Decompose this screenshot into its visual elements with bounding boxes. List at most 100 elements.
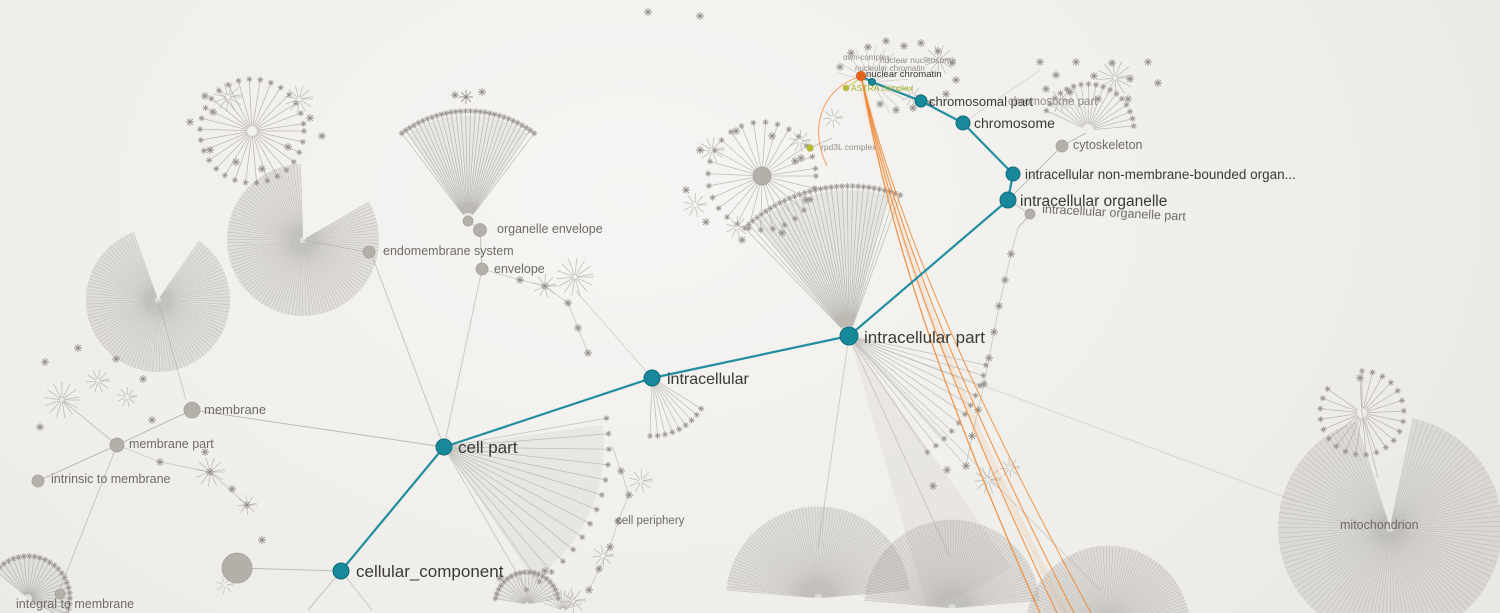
label-own-complex: own-complex [843,53,890,62]
term-node-dot [699,149,701,151]
graph-edge [57,444,118,595]
term-node-dot [246,504,248,506]
term-node-dot [955,79,957,81]
cluster-fan [854,337,986,453]
term-node-dot [287,146,289,148]
cluster-fan [698,137,725,163]
cluster-sector [864,519,1040,608]
node-intracellular-part[interactable] [839,326,859,346]
node-intracellular-organelle-part[interactable] [1024,208,1036,220]
term-node-dot [1097,98,1099,100]
cluster-fan [213,82,243,112]
cluster-fan [708,122,816,231]
node-collapsed-cluster[interactable] [221,552,253,584]
label-chromosomal-part: chromosomal part [929,94,1033,109]
graph-edge [848,335,967,467]
cluster-fan [1320,371,1404,455]
cluster-fan [559,588,586,613]
node-envelope[interactable] [475,262,489,276]
label-cytoskeleton: cytoskeleton [1073,138,1143,152]
term-node-dot [235,161,237,163]
envelope-chain [481,268,589,354]
node-cytoskeleton[interactable] [1055,139,1069,153]
fan-tip-stars [197,76,307,186]
term-node-dot [1069,91,1071,93]
node-chromatin-junction[interactable] [868,78,876,86]
node-selected-term[interactable] [855,70,867,82]
node-organelle-envelope[interactable] [473,223,487,237]
cluster-fan [649,381,702,437]
cluster-fan [1048,88,1072,113]
fan-tip-stars [924,362,989,456]
term-node-dot [481,91,483,93]
term-node-dot [204,451,206,453]
fan-tip-stars [492,569,562,602]
cluster-fan [85,232,231,373]
graph-edge [962,69,1041,124]
highlight-edge [861,79,1092,613]
term-node-dot [929,102,931,104]
node-intracellular-non-membrane-bounded-organelle[interactable] [1005,166,1021,182]
term-node-dot [1075,61,1077,63]
term-node-dot [609,546,611,548]
term-node-dot [983,383,985,385]
graph-edge [848,335,1299,503]
node-intrinsic-to-membrane[interactable] [31,474,45,488]
cluster-fan [591,545,614,568]
cluster-fan [726,215,748,238]
term-node-dot [912,107,914,109]
term-node-dot [937,50,939,52]
term-node-dot [189,121,191,123]
organelle-part-chain [965,227,1019,467]
node-chromosomal-part[interactable] [914,94,928,108]
label-astra-complex: ASTRA complex [851,83,914,93]
cluster-sector [226,164,379,316]
path-edge [339,445,446,573]
term-node-dot [454,94,456,96]
term-node-dot [321,135,323,137]
node-membrane-part[interactable] [109,437,125,453]
node-intracellular-organelle[interactable] [999,191,1017,209]
term-node-dot [971,435,973,437]
term-node-dot [159,461,161,463]
cluster-fan [683,192,707,217]
graph-edge [157,299,187,401]
node-chromosome[interactable] [955,115,971,131]
node-cell-part[interactable] [435,438,453,456]
cluster-fan [1027,545,1189,613]
path-edge [847,198,1010,338]
term-node-dot [993,331,995,333]
term-node-dot [620,470,622,472]
label-organelle-envelope: organelle envelope [497,222,603,236]
fan-tip-stars [0,553,73,613]
graph-edge [116,409,193,446]
label-nucleolar-chromatin: nucleolar chromatin [855,64,925,73]
term-node-dot [945,93,947,95]
term-node-dot [1127,98,1129,100]
term-node-dot [142,378,144,380]
node-envelope-fan-apex[interactable] [462,215,474,227]
node-rpd3l-complex-node[interactable] [806,144,814,152]
term-node-dot [598,568,600,570]
label-intracellular-organelle: intracellular organelle [1020,193,1167,210]
cluster-sector [1278,418,1500,613]
label-membrane: membrane [204,402,266,417]
term-node-dot [519,279,521,281]
term-node-dot [39,426,41,428]
label-membrane-part: membrane part [129,437,214,451]
node-endomembrane-system[interactable] [362,245,376,259]
fan-tip-stars [398,108,538,137]
node-astra-complex-node[interactable] [842,84,850,92]
node-intracellular[interactable] [643,369,661,387]
term-node-dot [209,471,211,473]
node-organelle-hub[interactable] [752,166,772,186]
label-rpd3l-complex: rpd3L complex [821,142,877,152]
term-node-dot [204,95,206,97]
term-node-dot [628,494,630,496]
node-membrane[interactable] [183,401,201,419]
node-integral-to-membrane[interactable] [54,588,66,600]
term-node-dot [617,520,619,522]
node-cellular-component[interactable] [332,562,350,580]
graph-edge [848,335,1101,591]
